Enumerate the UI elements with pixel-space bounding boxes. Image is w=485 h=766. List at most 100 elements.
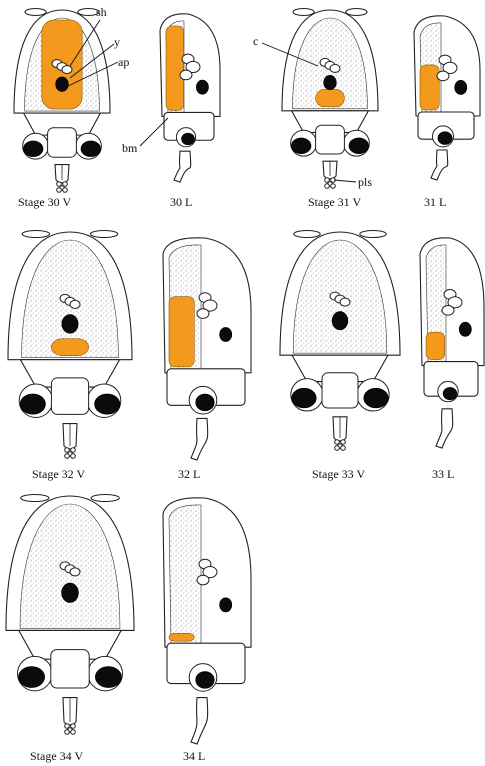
fin-left	[294, 231, 320, 238]
eye-icon	[23, 141, 42, 157]
yolk-sac	[166, 26, 184, 110]
outer-yolk-bulb	[63, 188, 68, 193]
caption-s33l: 33 L	[432, 467, 454, 481]
ink-sac	[62, 315, 78, 334]
fin-right	[91, 495, 119, 502]
outer-yolk-bulb	[71, 454, 76, 459]
caption-s31v: Stage 31 V	[308, 195, 361, 209]
ink-sac	[62, 583, 79, 602]
label-y: y	[114, 35, 120, 49]
eye-icon	[364, 388, 388, 407]
caption-s30v: Stage 30 V	[18, 195, 71, 209]
outer-yolk-bulb	[341, 446, 346, 451]
fin-right	[360, 231, 386, 238]
arm-crown	[431, 150, 448, 180]
fin-left	[25, 9, 46, 16]
ink-sac	[324, 75, 336, 89]
label-sh: sh	[96, 5, 107, 19]
arm-crown	[191, 418, 208, 460]
head	[51, 378, 88, 414]
organ-lobe	[340, 298, 350, 306]
eye-icon	[196, 394, 214, 411]
ink-sac	[220, 327, 232, 341]
organ-lobe	[70, 300, 80, 308]
eye-icon	[438, 132, 452, 145]
embryo-s31v	[282, 9, 378, 189]
outer-yolk-bulb	[325, 184, 330, 189]
organ-lobe	[330, 64, 340, 72]
arm-crown	[191, 698, 208, 744]
outer-yolk-bulb	[331, 184, 336, 189]
eye-icon	[19, 667, 45, 688]
embryo-s32v	[8, 231, 132, 459]
embryo-s32l	[163, 238, 251, 460]
ink-sac	[332, 312, 348, 330]
outer-yolk-bulb	[57, 188, 62, 193]
caption-s34l: 34 L	[183, 749, 205, 763]
head	[322, 373, 358, 408]
label-bm: bm	[122, 141, 138, 155]
embryo-s34v	[6, 495, 134, 735]
eye-icon	[95, 394, 120, 414]
outer-yolk-bulb	[65, 730, 70, 735]
eye-icon	[349, 138, 368, 154]
organ-lobe	[62, 66, 72, 74]
eye-icon	[196, 672, 214, 689]
ink-sac	[220, 598, 232, 612]
eye-icon	[81, 141, 100, 157]
leader-pls	[334, 180, 356, 182]
fin-right	[90, 231, 117, 238]
eye-icon	[182, 133, 195, 145]
yolk-sac	[426, 332, 445, 359]
fin-left	[293, 9, 314, 16]
caption-s33v: Stage 33 V	[312, 467, 365, 481]
eye-icon	[95, 667, 121, 688]
yolk-sac	[51, 339, 88, 356]
yolk-sac	[169, 633, 194, 641]
arm-crown	[174, 151, 191, 182]
head	[51, 650, 89, 688]
organ-lobe	[70, 568, 80, 576]
embryo-s34l	[163, 498, 251, 744]
organ-lobe	[197, 309, 209, 319]
yolk-sac	[316, 89, 345, 106]
yolk-sac	[420, 65, 439, 110]
label-c: c	[253, 34, 258, 48]
head	[316, 125, 345, 154]
ink-sac	[455, 80, 467, 94]
ink-sac	[459, 322, 471, 336]
label-ap: ap	[118, 55, 129, 69]
eye-icon	[20, 394, 45, 414]
eye-icon	[292, 388, 316, 407]
caption-s30l: 30 L	[170, 195, 192, 209]
arm-crown	[436, 409, 453, 448]
organ-lobe	[180, 70, 192, 80]
outer-yolk-bulb	[71, 730, 76, 735]
ink-sac	[196, 80, 208, 94]
outer-yolk-bulb	[65, 454, 70, 459]
organ-lobe	[197, 575, 209, 585]
caption-s32v: Stage 32 V	[32, 467, 85, 481]
label-pls: pls	[358, 175, 372, 189]
embryo-s33v	[280, 231, 400, 451]
embryo-s30l	[160, 14, 220, 182]
mantle-interior	[169, 505, 201, 643]
caption-s32l: 32 L	[178, 467, 200, 481]
ink-sac	[56, 77, 68, 91]
head	[48, 128, 77, 157]
embryo-s31l	[414, 16, 480, 180]
fin-left	[21, 495, 49, 502]
caption-s31l: 31 L	[424, 195, 446, 209]
fin-left	[22, 231, 49, 238]
embryo-s33l	[420, 238, 484, 448]
fin-right	[346, 9, 367, 16]
eye-icon	[291, 138, 310, 154]
organ-lobe	[437, 71, 449, 81]
eye-icon	[443, 388, 457, 400]
yolk-sac	[169, 297, 194, 367]
organ-lobe	[442, 306, 454, 316]
embryo-s30v	[14, 9, 110, 193]
outer-yolk-bulb	[335, 446, 340, 451]
caption-s34v: Stage 34 V	[30, 749, 83, 763]
